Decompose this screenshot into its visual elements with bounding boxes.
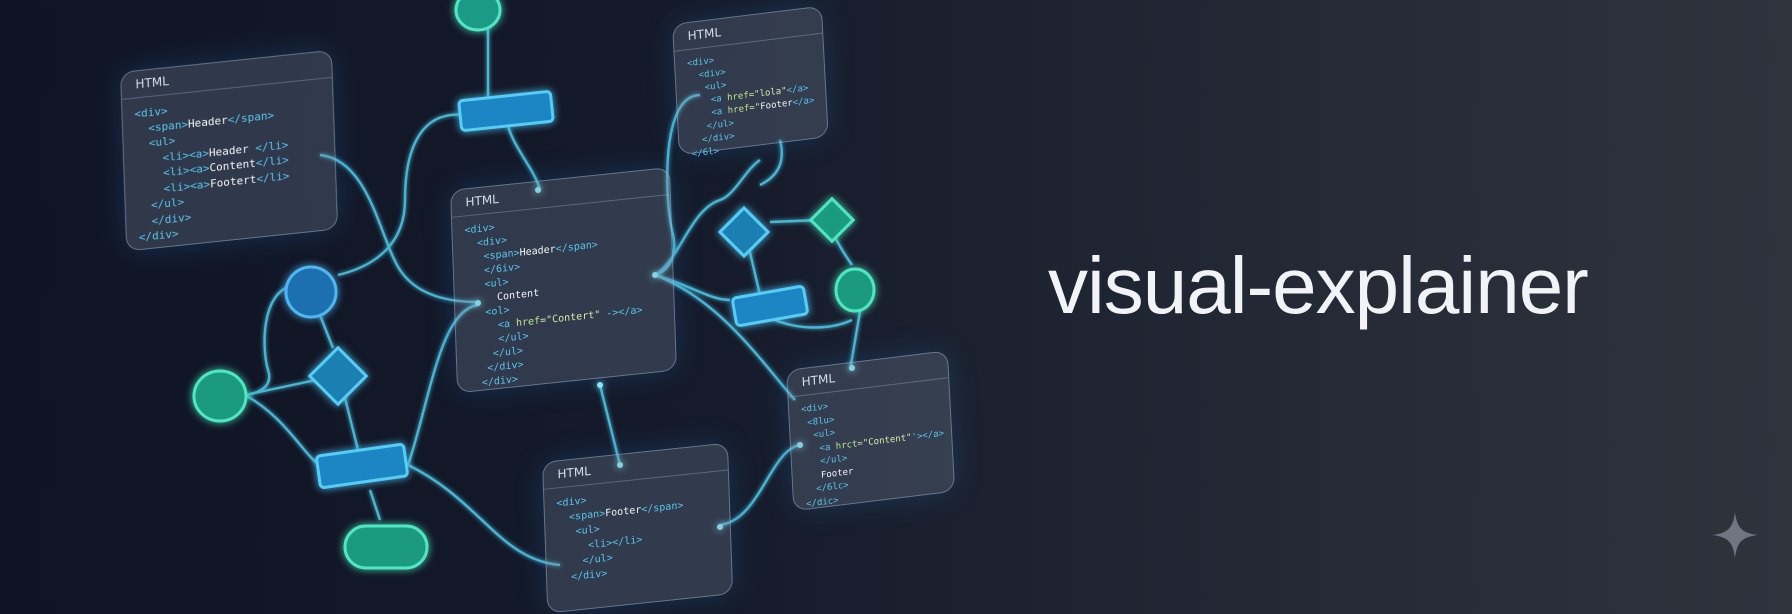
code-token: Footer — [820, 466, 854, 481]
connector — [598, 384, 622, 466]
code-token: hrct — [835, 438, 858, 452]
code-token: </6l> — [691, 146, 720, 160]
code-token: -></a> — [600, 304, 643, 321]
code-block: <div> <div> <ul> <a href="lola"</a> <a h… — [674, 34, 828, 171]
sparkle-icon — [1712, 512, 1758, 558]
code-card: HTML <div> <div> <ul> <a href="lola"</a>… — [672, 5, 829, 160]
circle-node — [834, 267, 876, 313]
circle-node — [284, 265, 338, 319]
code-token: <div> — [464, 222, 495, 237]
page-title: visual-explainer — [1048, 241, 1589, 330]
code-token: <div> — [686, 55, 715, 70]
connector — [506, 125, 542, 191]
code-token — [804, 470, 821, 482]
code-token: </div> — [138, 226, 179, 245]
code-card: HTML <div> <div> <span>Header</span> </6… — [450, 166, 677, 394]
oval-node — [454, 0, 502, 32]
process-node — [731, 285, 809, 327]
decision-node — [808, 196, 856, 244]
flow-diagram — [192, 0, 876, 570]
circle-node — [192, 369, 248, 423]
decision-node — [717, 205, 771, 259]
code-token: </span> — [227, 108, 275, 127]
connector — [337, 113, 466, 277]
code-token — [467, 292, 497, 306]
code-token: </span> — [555, 239, 599, 255]
code-token: <8lu> — [801, 414, 835, 429]
code-card: HTML <div> <span>Header</span> <ul> <li>… — [120, 49, 339, 255]
connector — [774, 318, 853, 329]
code-token: </div> — [558, 568, 608, 585]
code-block: <div> <8lu> <ul> <a hrct="Content"'></a>… — [788, 378, 954, 521]
code-token: Content — [496, 287, 540, 304]
code-token: </a> — [792, 95, 815, 109]
terminal-node — [343, 524, 429, 570]
decision-node — [307, 345, 369, 407]
connector-lines — [244, 12, 864, 567]
connector — [654, 93, 701, 277]
code-token: href — [727, 103, 750, 117]
code-token: <div> — [556, 495, 587, 510]
code-token: <a — [803, 441, 837, 456]
connector — [654, 273, 796, 401]
code-block: <div> <span>Header</span> <ul> <li><a>He… — [122, 78, 337, 255]
connector — [406, 303, 479, 466]
code-token: </a> — [786, 83, 809, 97]
code-token: Footer — [760, 98, 794, 113]
code-token: </span> — [641, 500, 684, 516]
code-card: HTML <div> <8lu> <ul> <a hrct="Content"'… — [786, 350, 956, 512]
connector — [244, 378, 317, 397]
connector — [244, 393, 326, 470]
code-token: Footert — [209, 172, 257, 191]
code-token: <div> — [800, 401, 829, 416]
connector — [759, 139, 783, 187]
code-card: HTML <div> <span>Footer</span> <ul> <li>… — [542, 442, 734, 614]
code-token: </li> — [256, 168, 290, 186]
code-token: '></a> — [911, 428, 945, 443]
process-node — [457, 90, 555, 132]
illustration: HTML <div> <span>Header</span> <ul> <li>… — [120, 0, 956, 614]
code-token: Header — [187, 113, 228, 131]
code-block: <div> <div> <span>Header</span> </6iv> <… — [452, 195, 676, 401]
code-token: Footer — [604, 504, 642, 520]
code-token: </div> — [469, 374, 519, 391]
connection-dots — [475, 187, 855, 530]
connector — [719, 443, 801, 527]
code-token: </dic> — [805, 495, 839, 510]
code-token: <div> — [134, 104, 168, 121]
code-token: href — [515, 315, 541, 330]
flow-nodes — [192, 0, 876, 570]
connector — [368, 489, 382, 521]
code-token: </li> — [612, 534, 643, 549]
code-token: Header — [519, 243, 556, 259]
code-block: <div> <span>Footer</span> <ul> <li></li>… — [544, 471, 732, 596]
connector — [407, 463, 561, 567]
code-token: href — [726, 90, 750, 104]
code-token: </li> — [255, 153, 290, 170]
process-node — [315, 443, 409, 489]
connector — [319, 153, 479, 304]
code-token: <ul> — [802, 428, 836, 443]
